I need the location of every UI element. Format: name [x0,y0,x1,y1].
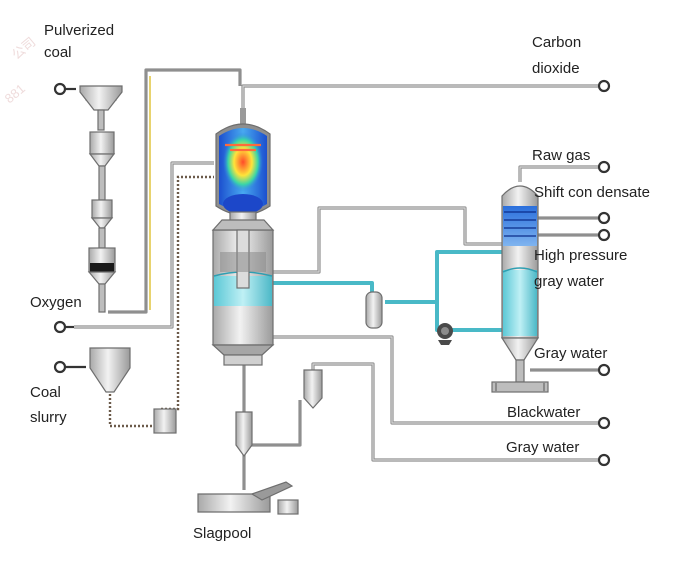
label-gray-water-bottom: Gray water [506,439,580,456]
carbon-dioxide-pipe [241,84,598,108]
raw-gas-terminal [597,160,611,174]
high-pressure-gray-water-terminal [597,228,611,242]
slagpool-tank [197,481,299,515]
coal-slurry-terminal [53,360,86,374]
oxygen-terminal [53,320,74,334]
coal-slurry-tank [89,347,177,434]
pulverized-coal-hoppers [79,85,123,313]
pump-water-pipe [435,302,508,332]
label-oxygen: Oxygen [30,294,82,311]
flame-core [223,132,263,192]
label-coal-slurry-line2: slurry [30,409,67,426]
label-high-pressure-gray-water-line2: gray water [534,273,605,290]
pipes [74,68,600,490]
label-high-pressure-gray-water-line1: High pressure [534,247,628,264]
label-coal-slurry-line1: Coal [30,384,61,401]
slag-lock-hopper [235,369,323,458]
label-pulverized-coal-line1: Pulverized [44,22,115,39]
carbon-dioxide-terminal [597,79,611,93]
label-blackwater: Blackwater [507,404,581,421]
label-gray-water-top: Gray water [534,345,608,362]
label-slagpool: Slagpool [193,525,252,542]
raw-gas-outlet-pipe [518,165,600,182]
coal-feed-pipe [108,68,242,314]
scrubber-column [491,185,549,393]
oxygen-pipe [74,161,214,329]
label-raw-gas: Raw gas [532,147,591,164]
label-carbon-dioxide-line1: Carbon [532,34,582,51]
label-shift-condensate: Shift con densate [534,184,650,201]
coal-slurry-pipe [108,175,214,428]
slag-vent-pipe [251,400,302,447]
raw-gas-pipe [273,206,510,274]
slurry-pump [153,408,177,434]
blackwater-terminal [597,416,611,430]
pulverized-coal-terminal [53,82,76,96]
circulation-pump [437,323,453,345]
gray-water-bottom-terminal [597,453,611,467]
label-carbon-dioxide-line2: dioxide [532,60,580,77]
gasifier [211,108,275,366]
scrubber-water-pipe [385,250,505,304]
gray-water-top-terminal [597,363,611,377]
shift-condensate-terminal [597,211,611,225]
label-pulverized-coal-line2: coal [44,44,72,61]
flash-vessel [365,291,383,329]
